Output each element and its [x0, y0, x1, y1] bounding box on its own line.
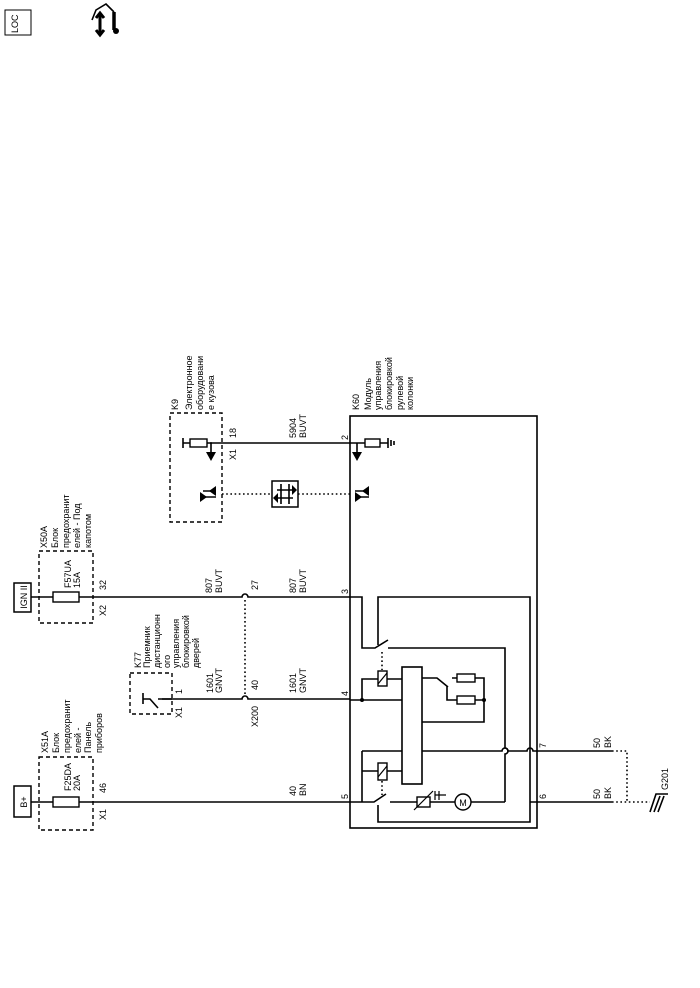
k77-label: ого: [162, 655, 172, 668]
connector-label: X1: [174, 707, 184, 718]
fuse-f25da-label: F25DA: [63, 763, 73, 791]
ground-g201-link: [612, 750, 650, 803]
pin-label: 2: [340, 435, 350, 440]
x50a-label: елей - Под: [72, 503, 82, 548]
k60-internal-circuit: M: [350, 438, 612, 823]
x51a-label: X51A: [40, 731, 50, 753]
x51a-label: Блок: [51, 733, 61, 753]
k60-label: рулевой: [395, 376, 405, 410]
k9-module: [169, 412, 223, 523]
k77-label: K77: [133, 652, 143, 668]
bplus-label: B+: [19, 796, 29, 807]
fuse-f25da-label: 20A: [72, 775, 82, 791]
wire-label: BUVT: [298, 413, 308, 438]
pin-label: 1: [174, 689, 184, 694]
fuse-f57ua-label: F57UA: [63, 560, 73, 588]
k9-resistor: [189, 438, 208, 448]
x51a-label: елей -: [73, 728, 83, 754]
wire-ign: [31, 593, 350, 598]
k60-label: колонки: [405, 377, 415, 410]
wire-label: BK: [603, 787, 613, 799]
fuse-f57ua: [52, 591, 80, 603]
loc-icon-text: LOC: [10, 14, 20, 33]
k77-label: управления: [171, 619, 181, 668]
x51a-fuse-block: [38, 756, 94, 831]
pin-label: 27: [250, 580, 260, 590]
wire-label: 40: [288, 786, 298, 796]
k77-label: блокировкой: [181, 615, 191, 668]
pin-label: 32: [98, 580, 108, 590]
wire-label: GNVT: [298, 667, 308, 693]
connector-label: X1: [228, 449, 238, 460]
pin-label: 4: [340, 691, 350, 696]
lift-service-icon[interactable]: [91, 2, 119, 38]
wire-label: 50: [592, 789, 602, 799]
x51a-label: Панель: [83, 722, 93, 753]
pin-label: 40: [250, 680, 260, 690]
k9-arrow-icon: [206, 443, 216, 461]
k9-label: Электронное: [184, 355, 194, 410]
k77-label: дистанционн: [152, 614, 162, 668]
wire-label: BN: [298, 783, 308, 796]
pin-label: 18: [228, 428, 238, 438]
wire-label: 1601: [205, 673, 215, 693]
wire-label: 5904: [288, 418, 298, 438]
wire-label: BUVT: [214, 568, 224, 593]
pin-label: 5: [340, 794, 350, 799]
x50a-label: предохранит: [61, 495, 71, 548]
wire-label: 1601: [288, 673, 298, 693]
k60-label: управления: [373, 361, 383, 410]
fuse-f25da: [52, 796, 80, 808]
k60-label: K60: [351, 394, 361, 410]
k9-label: е кузова: [206, 375, 216, 410]
ground-icon: [649, 793, 668, 813]
x51a-label: приборов: [94, 713, 104, 753]
k77-label: Приемник: [142, 626, 152, 668]
x50a-label: капотом: [83, 514, 93, 548]
pin-label: 3: [340, 589, 350, 594]
connector-label: X1: [98, 809, 108, 820]
pin-label: 7: [538, 743, 548, 748]
fuse-f57ua-label: 15A: [72, 572, 82, 588]
k60-module: [349, 415, 538, 829]
x50a-label: X50A: [39, 526, 49, 548]
k77-label: дверей: [191, 638, 201, 668]
wire-k77: [162, 695, 350, 700]
wire-label: BK: [603, 736, 613, 748]
ground-g201-label: G201: [660, 768, 670, 790]
wire-label: GNVT: [214, 667, 224, 693]
x51a-label: предохранит: [62, 700, 72, 753]
serial-data-box-icon[interactable]: [271, 480, 299, 508]
pin-label: 46: [98, 783, 108, 793]
svg-text:M: M: [459, 798, 467, 808]
k77-module: [129, 672, 173, 715]
wire-label: 50: [592, 738, 602, 748]
wire-label: 807: [204, 578, 214, 593]
location-icon[interactable]: LOC: [4, 9, 32, 36]
k77-switch-icon: [142, 693, 172, 709]
pin-label: 6: [538, 794, 548, 799]
k60-label: блокировкой: [384, 357, 394, 410]
k9-data-arrows-icon: [200, 486, 216, 502]
x50a-label: Блок: [50, 528, 60, 548]
x200-connector-label: X200: [250, 706, 260, 727]
wire-label: BUVT: [298, 568, 308, 593]
k9-label: оборудовани: [195, 356, 205, 410]
connector-label: X2: [98, 605, 108, 616]
wire-label: 807: [288, 578, 298, 593]
k60-label: Модуль: [363, 378, 373, 410]
ign-ii-label: IGN II: [19, 585, 29, 609]
k9-label: K9: [170, 399, 180, 410]
